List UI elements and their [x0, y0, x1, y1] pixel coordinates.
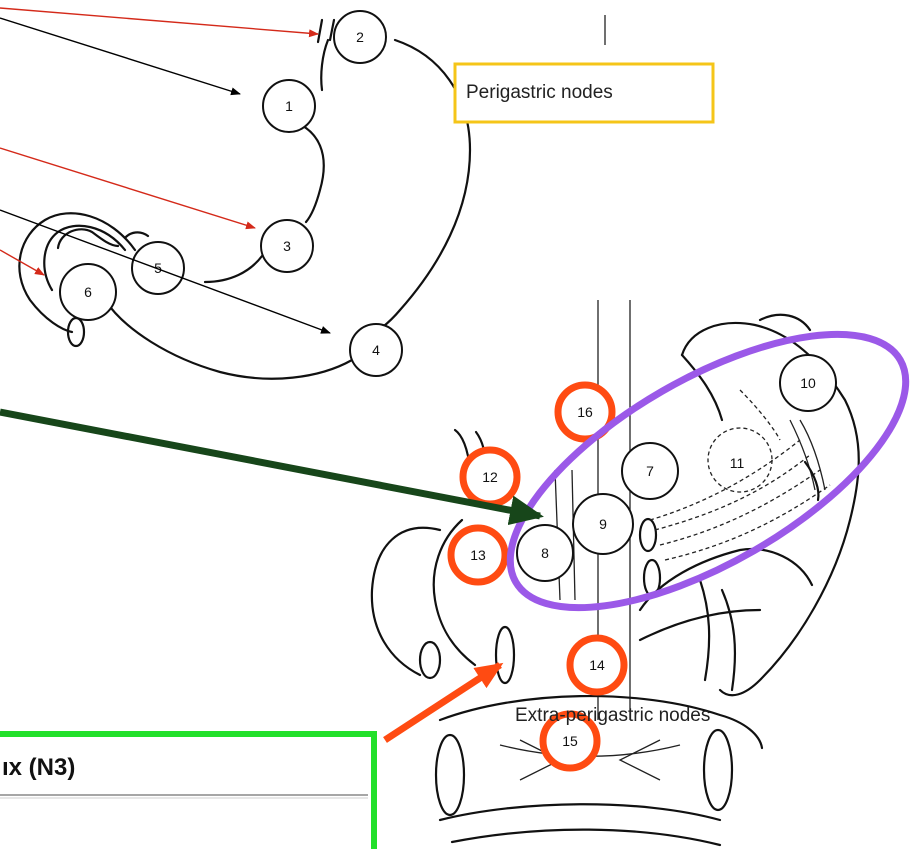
arrow-to-celiac-group: [0, 408, 544, 526]
arrow-to-extra-nodes: [383, 662, 504, 743]
svg-text:3: 3: [283, 238, 291, 254]
extra-perigastric-caption: Extra-perigastric nodes: [515, 705, 710, 726]
extra-node-13: 13: [447, 524, 509, 586]
stomach-outline: [18, 18, 472, 380]
svg-text:9: 9: [599, 516, 607, 532]
celiac-group-ellipse: [506, 330, 910, 612]
perigastric-node-2: 2: [333, 10, 387, 64]
arrow-to-node-4: [0, 209, 331, 334]
extra-node-9: 9: [572, 493, 634, 555]
svg-text:13: 13: [470, 547, 486, 563]
extra-node-15: 15: [539, 710, 601, 772]
extra-node-11: 11: [730, 455, 745, 471]
perigastric-caption: Perigastric nodes: [466, 82, 613, 103]
arrow-to-node-2: [0, 7, 319, 38]
svg-text:8: 8: [541, 545, 549, 561]
svg-text:5: 5: [154, 260, 162, 276]
perigastric-node-3: 3: [260, 219, 314, 273]
perigastric-node-6: 6: [59, 263, 117, 321]
svg-text:10: 10: [800, 375, 816, 391]
svg-text:16: 16: [577, 404, 593, 420]
arrow-to-node-3: [0, 147, 256, 230]
n3-label-box: ıx (N3): [0, 731, 377, 849]
svg-text:11: 11: [730, 455, 745, 471]
extra-node-7: 7: [621, 442, 679, 500]
svg-text:2: 2: [356, 29, 364, 45]
perigastric-caption-box: [453, 62, 715, 124]
extra-node-12: 12: [459, 446, 521, 508]
perigastric-node-5: 5: [131, 241, 185, 295]
extra-node-16: 16: [554, 381, 616, 443]
svg-text:1: 1: [285, 98, 293, 114]
arrow-to-node-6: [0, 249, 45, 276]
svg-text:6: 6: [84, 284, 92, 300]
svg-text:4: 4: [372, 342, 380, 358]
perigastric-node-1: 1: [262, 79, 316, 133]
svg-text:15: 15: [562, 733, 578, 749]
extra-node-10: 10: [779, 354, 837, 412]
svg-text:14: 14: [589, 657, 605, 673]
perigastric-node-4: 4: [349, 323, 403, 377]
svg-text:12: 12: [482, 469, 498, 485]
extra-node-14: 14: [566, 634, 628, 696]
n3-label-text: ıx (N3): [2, 754, 75, 781]
svg-text:7: 7: [646, 463, 654, 479]
arrow-to-node-1: [0, 17, 241, 96]
abdominal-anatomy: [370, 15, 860, 847]
extra-node-8: 8: [516, 524, 574, 582]
